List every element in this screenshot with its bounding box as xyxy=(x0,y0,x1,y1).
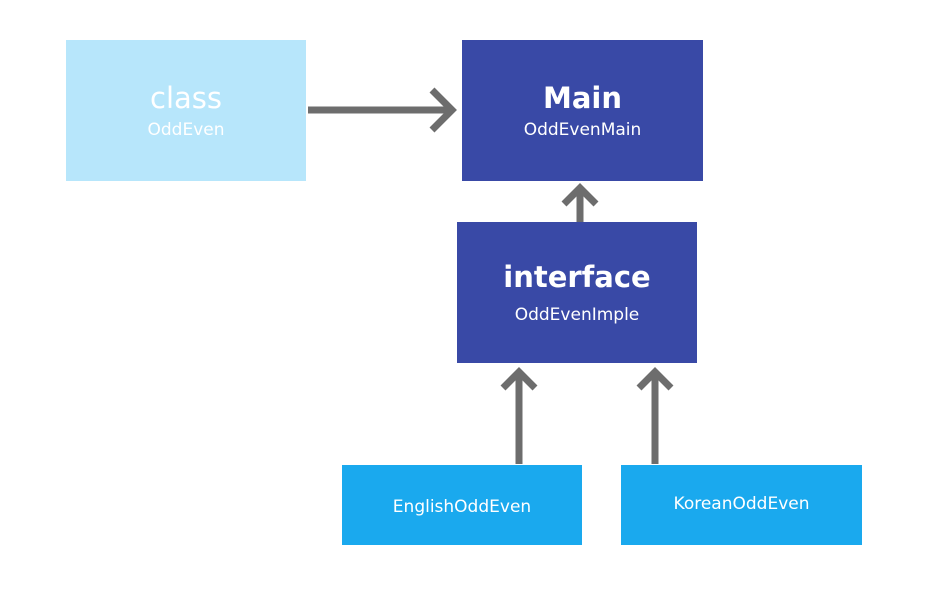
interface-box-title: interface xyxy=(503,259,651,294)
edge-korean-to-interface xyxy=(636,367,674,464)
korean-odd-even-box: KoreanOddEven xyxy=(621,465,862,545)
english-odd-even-label: EnglishOddEven xyxy=(392,497,532,517)
main-box-title: Main xyxy=(542,80,622,115)
edge-interface-to-main xyxy=(561,183,599,222)
class-box: class OddEven xyxy=(66,40,306,181)
main-box: Main OddEvenMain xyxy=(462,40,703,181)
class-box-subtitle: OddEven xyxy=(147,119,225,140)
interface-box-subtitle: OddEvenImple xyxy=(514,304,640,325)
main-box-subtitle: OddEvenMain xyxy=(523,119,642,140)
english-odd-even-box: EnglishOddEven xyxy=(342,465,582,545)
interface-box: interface OddEvenImple xyxy=(457,222,697,363)
edge-english-to-interface xyxy=(500,367,538,464)
edge-class-to-main xyxy=(308,87,457,133)
korean-odd-even-label: KoreanOddEven xyxy=(673,494,810,514)
class-box-title: class xyxy=(150,80,222,115)
